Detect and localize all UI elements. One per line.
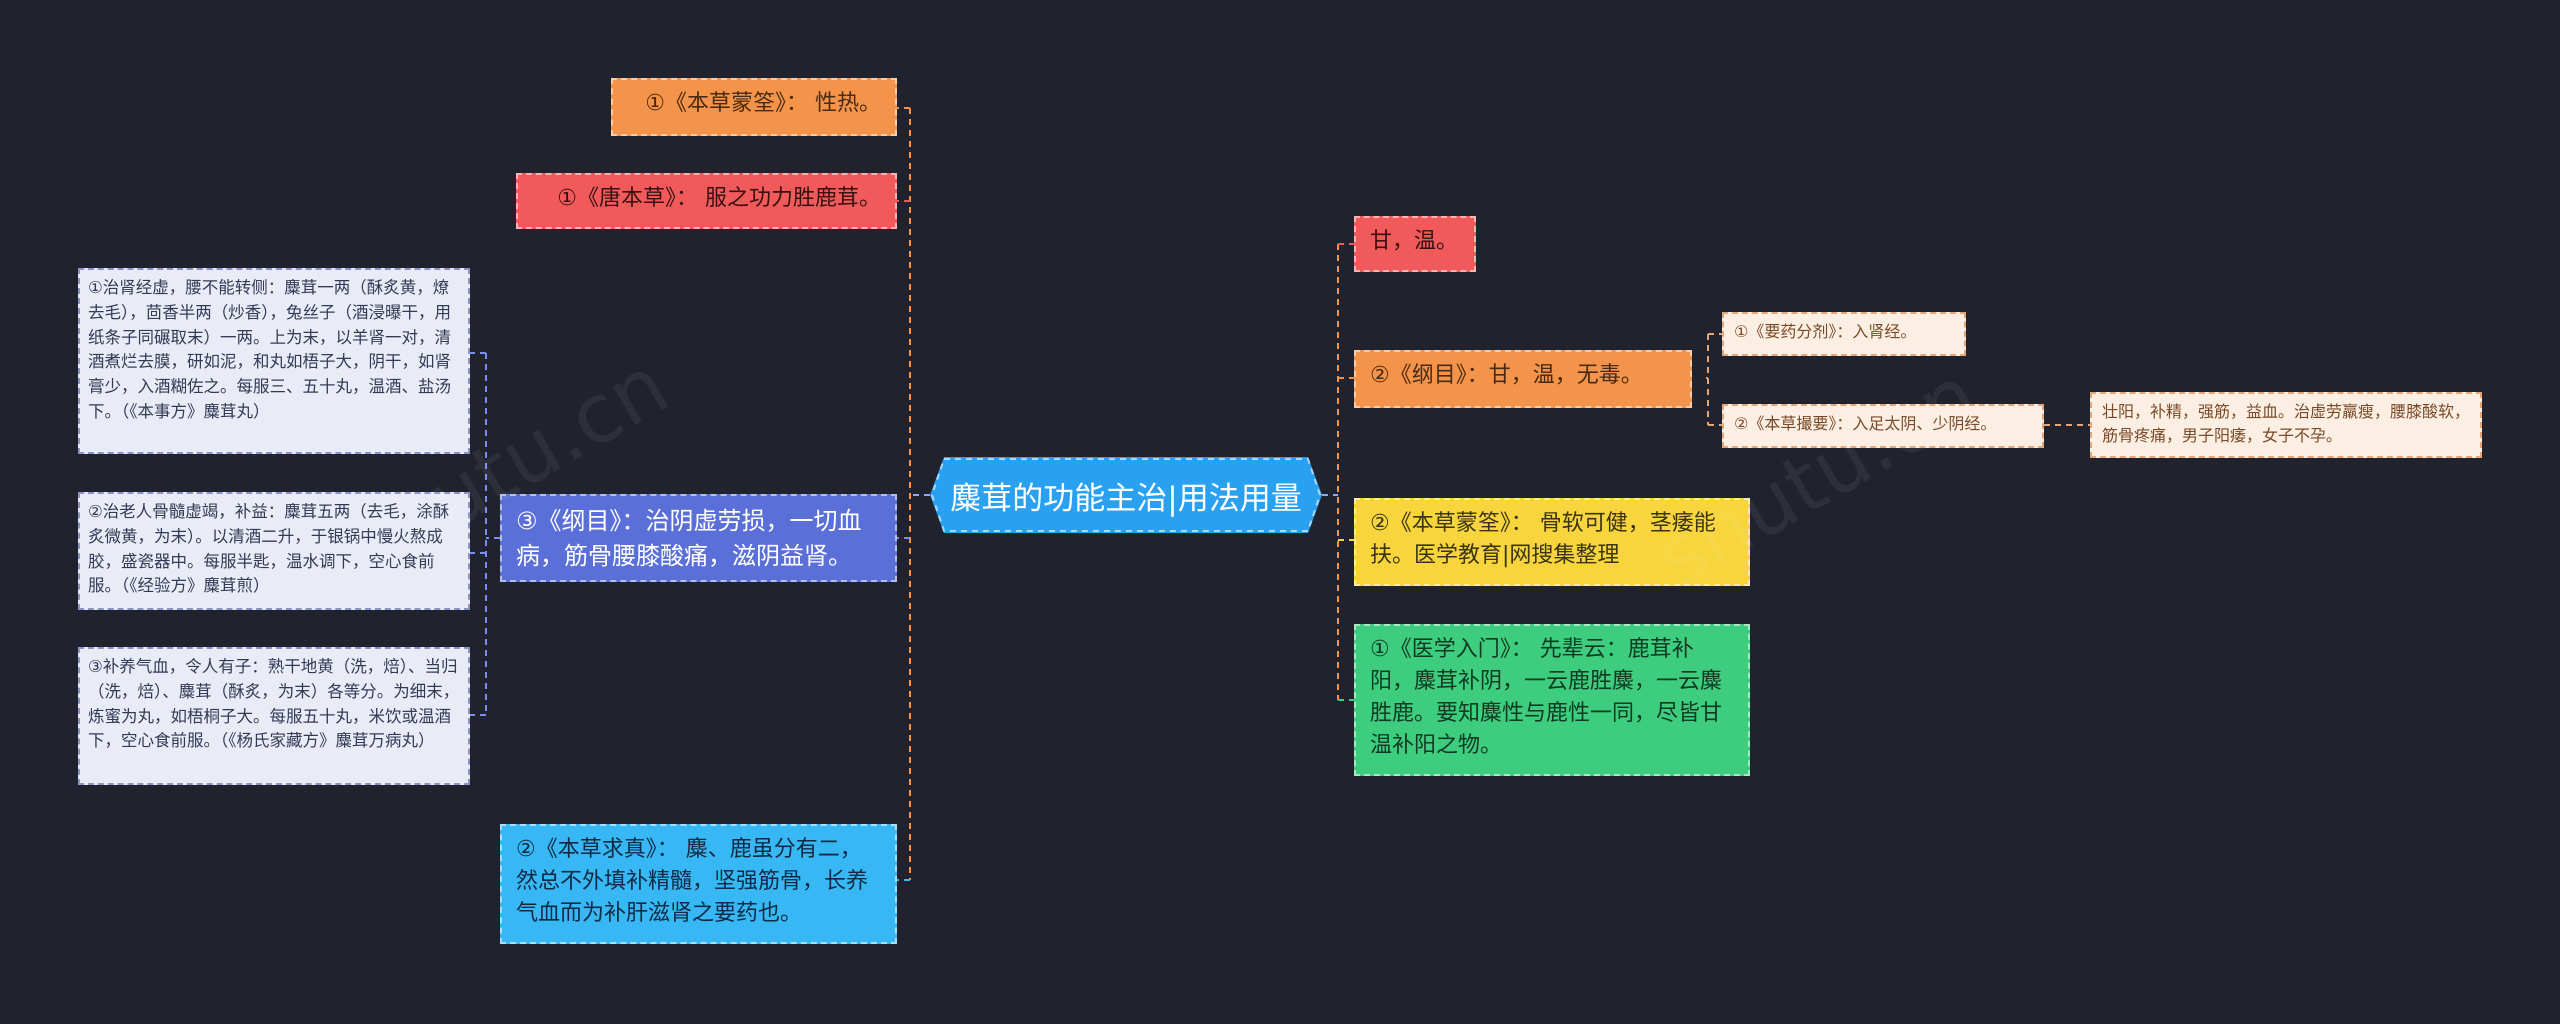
node-taste[interactable]: 甘，温。 (1354, 216, 1476, 272)
node-bencao-qiuzhen[interactable]: ②《本草求真》： 麋、鹿虽分有二，然总不外填补精髓，坚强筋骨，长养气血而为补肝滋… (500, 824, 897, 944)
node-prescription-1[interactable]: ①治肾经虚，腰不能转侧：麋茸一两（酥炙黄，燎去毛），茴香半两（炒香），兔丝子（酒… (78, 268, 470, 454)
node-prescription-2[interactable]: ②治老人骨髓虚竭，补益：麋茸五两（去毛，涂酥炙微黄，为末）。以清酒二升，于银锅中… (78, 492, 470, 610)
node-tang-bencao[interactable]: ①《唐本草》： 服之功力胜鹿茸。 (516, 173, 897, 229)
node-yixue-rumen[interactable]: ①《医学入门》： 先辈云：鹿茸补阳，麋茸补阴，一云鹿胜麋，一云麋胜鹿。要知麋性与… (1354, 624, 1750, 776)
node-bencao-mengquan-nature[interactable]: ①《本草蒙筌》： 性热。 (611, 78, 897, 136)
node-prescription-3[interactable]: ③补养气血，令人有子：熟干地黄（洗，焙）、当归（洗，焙）、麋茸（酥炙，为末）各等… (78, 647, 470, 785)
node-meridian-cuoyao[interactable]: ②《本草撮要》：入足太阴、少阴经。 (1722, 404, 2044, 448)
node-gangmu-indication[interactable]: ③《纲目》：治阴虚劳损，一切血病，筋骨腰膝酸痛，滋阴益肾。 (500, 494, 897, 582)
central-topic-shape (930, 457, 1322, 533)
node-bencao-mengquan-effect[interactable]: ②《本草蒙筌》： 骨软可健，茎痿能扶。医学教育|网搜集整理 (1354, 498, 1750, 586)
node-gangmu-nature[interactable]: ②《纲目》：甘，温，无毒。 (1354, 350, 1692, 408)
node-effects[interactable]: 壮阳，补精，强筋，益血。治虚劳羸瘦，腰膝酸软，筋骨疼痛，男子阳痿，女子不孕。 (2090, 392, 2482, 458)
central-topic-label: 麋茸的功能主治|用法用量 (950, 480, 1302, 517)
node-meridian-yaoyao[interactable]: ①《要药分剂》：入肾经。 (1722, 312, 1966, 356)
central-topic[interactable]: 麋茸的功能主治|用法用量 (930, 457, 1322, 533)
